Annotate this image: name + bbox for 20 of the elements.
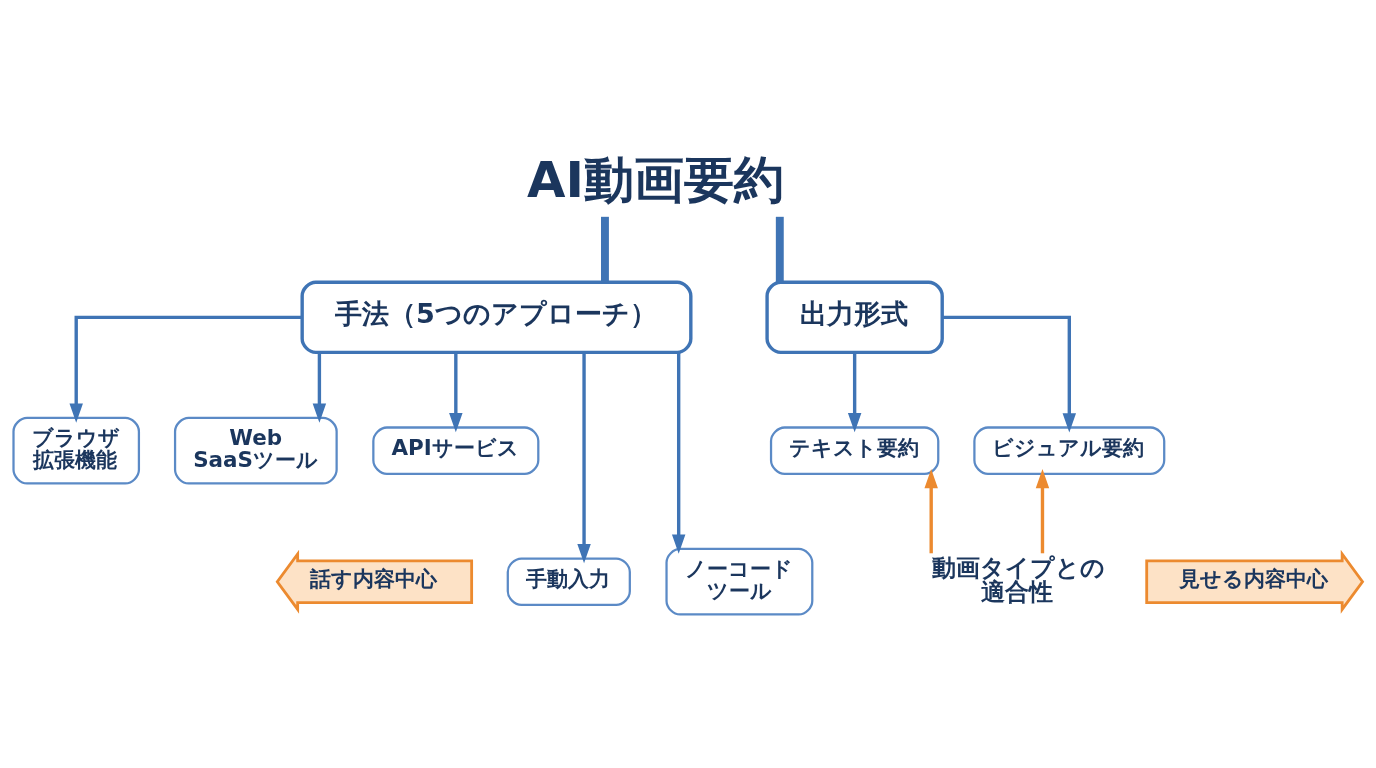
node-box: テキスト要約 — [769, 426, 940, 475]
arrow — [69, 315, 303, 423]
node-box: 手法（5つのアプローチ） — [300, 280, 693, 355]
node-box: 出力形式 — [765, 280, 944, 355]
node-box: APIサービス — [372, 426, 540, 475]
arrow — [847, 352, 862, 433]
arrow — [671, 352, 686, 554]
arrow — [449, 352, 463, 433]
node-text: AI動画要約 — [527, 150, 784, 209]
arrow — [942, 315, 1077, 433]
node-box: ビジュアル要約 — [973, 426, 1166, 475]
arrow — [1035, 469, 1050, 554]
arrow — [577, 352, 591, 564]
node-box: 手動入力 — [506, 557, 631, 606]
arrow — [924, 469, 938, 554]
node-box: ノーコードツール — [665, 547, 814, 616]
node-text: 動画タイプとの適合性 — [932, 553, 1106, 606]
node-box: ブラウザ拡張機能 — [12, 416, 141, 485]
node-box: Web SaaSツール — [173, 416, 338, 485]
arrow — [312, 352, 327, 423]
